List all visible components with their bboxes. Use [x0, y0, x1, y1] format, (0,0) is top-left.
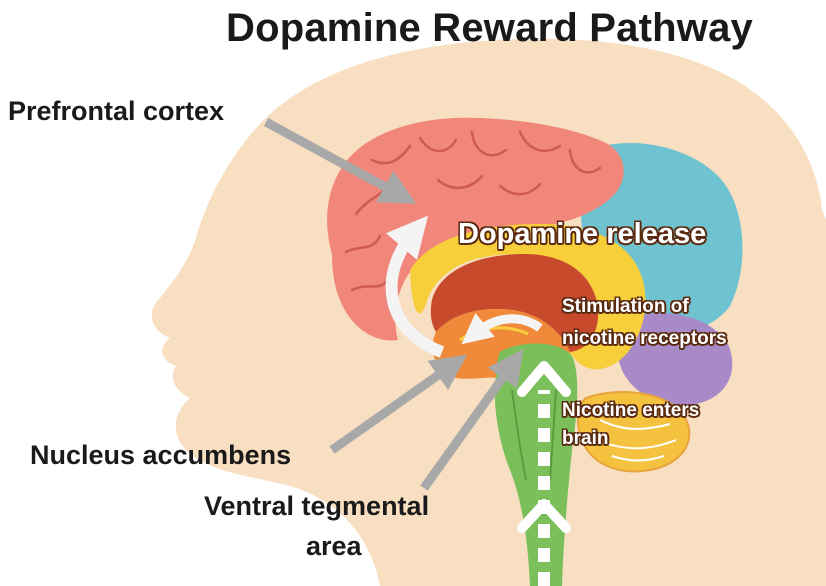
label-prefrontal-cortex: Prefrontal cortex — [8, 96, 224, 127]
label-nucleus-accumbens: Nucleus accumbens — [30, 440, 291, 471]
label-stimulation-line2: nicotine receptors — [562, 328, 727, 350]
label-stimulation-line1: Stimulation of — [562, 296, 689, 318]
diagram-title: Dopamine Reward Pathway — [226, 6, 753, 51]
label-vta-line1: Ventral tegmental — [204, 491, 429, 522]
label-nicotine-line2: brain — [562, 428, 608, 450]
label-dopamine-release: Dopamine release — [458, 218, 706, 251]
label-vta-line2: area — [306, 531, 362, 562]
label-nicotine-line1: Nicotine enters — [562, 400, 699, 422]
